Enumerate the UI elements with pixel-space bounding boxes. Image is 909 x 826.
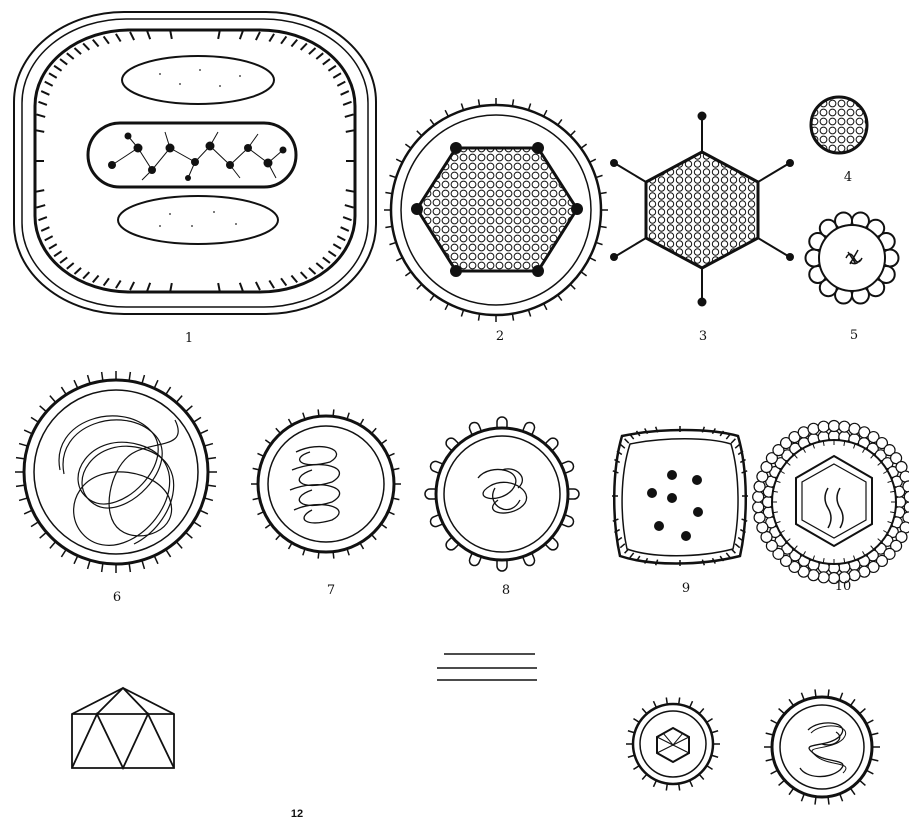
- virus-figure-8: [425, 417, 579, 571]
- label-figure-4: 4: [844, 170, 852, 185]
- label-figure-7: 7: [327, 583, 335, 598]
- triple-line-mark: [437, 654, 537, 680]
- virus-figure-7: [251, 409, 401, 558]
- virus-figure-10: [753, 421, 909, 584]
- label-figure-2: 2: [496, 329, 504, 344]
- virus-figure-9: [612, 426, 748, 566]
- virus-figure-6: [15, 371, 217, 573]
- virus-figure-small-icosahedral: [626, 697, 720, 790]
- label-figure-8: 8: [502, 583, 510, 598]
- label-figure-10: 10: [835, 579, 852, 594]
- label-figure-1: 1: [185, 331, 193, 346]
- virus-figure-1: [14, 12, 376, 314]
- label-figure-5: 5: [850, 328, 858, 343]
- icosahedron-outline: [72, 688, 174, 768]
- label-figure-9: 9: [682, 581, 690, 596]
- virus-figure-2: [384, 98, 608, 322]
- label-figure-6: 6: [113, 590, 121, 605]
- virus-figure-helical-bottom: [764, 689, 880, 804]
- virus-figure-4: [811, 97, 867, 153]
- label-figure-12: 12: [291, 808, 303, 820]
- virus-figure-5: [806, 212, 899, 303]
- virus-figure-3: [610, 112, 794, 307]
- label-figure-3: 3: [699, 329, 707, 344]
